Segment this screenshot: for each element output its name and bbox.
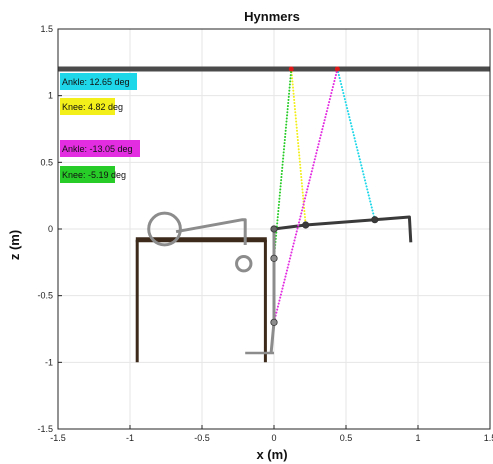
attach-point-1 — [334, 66, 340, 72]
x-tick-label-6: 1.5 — [484, 433, 493, 443]
y-axis-label: z (m) — [7, 230, 22, 260]
series-arm-link — [175, 218, 247, 245]
y-tick-label-4: 0.5 — [40, 157, 53, 167]
ticks: -1.5 -1 -0.5 0 0.5 1 1.5 -1.5 -1 -0.5 0 0.5 1 1.5 — [37, 24, 493, 443]
joint-marker-4 — [371, 216, 379, 224]
y-tick-label-6: 1.5 — [40, 24, 53, 34]
x-tick-label-2: -0.5 — [194, 433, 210, 443]
joint-marker-0 — [270, 225, 278, 233]
annotation-text-1: Knee: 4.82 deg — [62, 102, 123, 112]
joint-marker-1 — [270, 254, 278, 262]
series-cable-magenta — [273, 68, 339, 324]
ring-shape-1 — [235, 254, 253, 273]
annotation-box-1 — [60, 98, 115, 115]
series-cable-yellow — [290, 68, 307, 226]
y-tick-label-0: -1.5 — [37, 424, 53, 434]
x-tick-label-4: 0.5 — [340, 433, 353, 443]
series-cable-green — [273, 68, 293, 260]
x-tick-label-0: -1.5 — [50, 433, 66, 443]
annotation-box-3 — [60, 166, 115, 183]
y-tick-label-2: -0.5 — [37, 291, 53, 301]
joint-marker-2 — [270, 318, 278, 326]
annotation-box-2 — [60, 140, 140, 157]
annotation-text-0: Ankle: 12.65 deg — [62, 77, 130, 87]
x-axis-label: x (m) — [256, 447, 287, 462]
attach-point-0 — [288, 66, 294, 72]
series-cable-cyan — [336, 68, 376, 221]
y-tick-label-5: 1 — [48, 91, 53, 101]
ring-shape-0 — [147, 211, 182, 247]
annotation-box-0 — [60, 73, 137, 90]
x-tick-label-5: 1 — [415, 433, 420, 443]
x-tick-label-1: -1 — [126, 433, 134, 443]
x-tick-label-3: 0 — [271, 433, 276, 443]
y-tick-label-1: -1 — [45, 357, 53, 367]
annotation-text-2: Ankle: -13.05 deg — [62, 144, 133, 154]
y-tick-label-3: 0 — [48, 224, 53, 234]
joint-marker-3 — [302, 221, 310, 229]
annotation-text-3: Knee: -5.19 deg — [62, 170, 126, 180]
plot-content — [58, 66, 490, 363]
chart-title: Hynmers — [244, 9, 300, 24]
